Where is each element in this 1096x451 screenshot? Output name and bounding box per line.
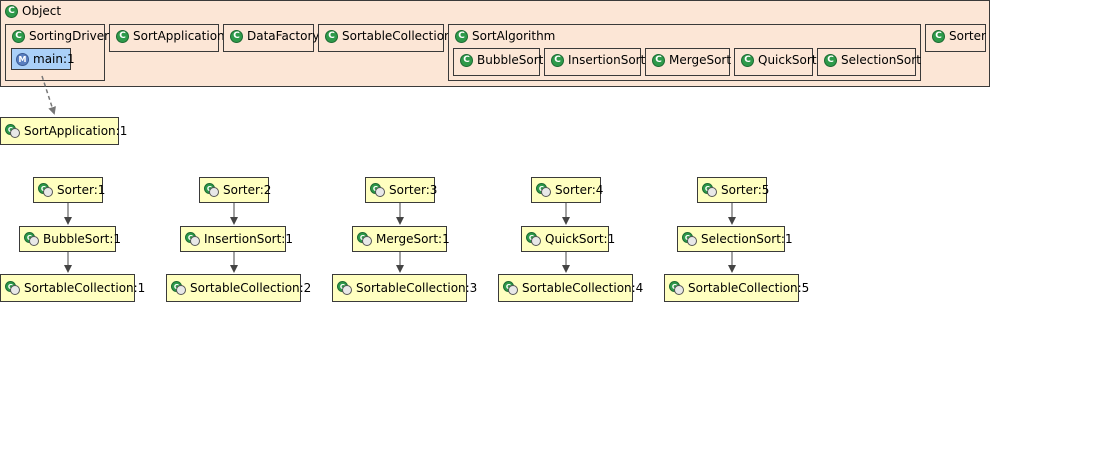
instance-sorter-label: Sorter:4 (555, 183, 604, 197)
object-icon: C (536, 183, 552, 197)
instance-merge-sort-label: MergeSort:1 (376, 232, 450, 246)
instance-sortable-collection[interactable]: C SortableCollection:3 (332, 274, 477, 302)
class-icon: C (12, 29, 25, 43)
class-sorter-label: Sorter (949, 29, 986, 43)
class-icon: C (116, 29, 129, 43)
class-insertion-sort-label: InsertionSort (568, 53, 646, 67)
instance-sortable-collection-label: SortableCollection:1 (24, 281, 146, 295)
instance-sorter[interactable]: C Sorter:2 (199, 177, 272, 203)
object-icon: C (24, 232, 40, 246)
method-icon: M (16, 52, 29, 66)
instance-sortable-collection-label: SortableCollection:3 (356, 281, 478, 295)
instance-sort-application[interactable]: C SortApplication:1 (0, 117, 127, 145)
class-sortable-collection[interactable]: C SortableCollection (318, 24, 452, 52)
instance-quick-sort-label: QuickSort:1 (545, 232, 616, 246)
instance-insertion-sort[interactable]: C InsertionSort:1 (180, 226, 293, 252)
class-selection-sort-header: C SelectionSort (824, 52, 921, 68)
class-data-factory-label: DataFactory (247, 29, 320, 43)
instance-bubble-sort-label: BubbleSort:1 (43, 232, 122, 246)
instance-quick-sort[interactable]: C QuickSort:1 (521, 226, 615, 252)
method-main-label: main:1 (33, 52, 75, 66)
instance-sorter[interactable]: C Sorter:3 (365, 177, 438, 203)
instance-sorter-label: Sorter:1 (57, 183, 106, 197)
object-icon: C (526, 232, 542, 246)
class-sort-application-label: SortApplication (133, 29, 225, 43)
instance-sorter-label: Sorter:5 (721, 183, 770, 197)
object-icon: C (204, 183, 220, 197)
class-sort-application-header: C SortApplication (116, 28, 225, 44)
instance-sorter-label: Sorter:2 (223, 183, 272, 197)
class-merge-sort-header: C MergeSort (652, 52, 731, 68)
instance-sortable-collection[interactable]: C SortableCollection:4 (498, 274, 643, 302)
class-selection-sort[interactable]: C SelectionSort (817, 48, 921, 76)
class-sorting-driver-header: C SortingDriver (12, 28, 109, 44)
class-sort-algorithm-header: C SortAlgorithm (455, 28, 555, 44)
instance-selection-sort[interactable]: C SelectionSort:1 (677, 226, 793, 252)
class-icon: C (741, 53, 754, 67)
object-icon: C (503, 281, 519, 295)
instance-sortable-collection[interactable]: C SortableCollection:2 (166, 274, 311, 302)
object-icon: C (5, 124, 21, 138)
object-icon: C (171, 281, 187, 295)
object-icon: C (185, 232, 201, 246)
method-main[interactable]: M main:1 (11, 48, 75, 70)
instance-sortable-collection-label: SortableCollection:4 (522, 281, 644, 295)
class-merge-sort-label: MergeSort (669, 53, 732, 67)
instance-sorter[interactable]: C Sorter:5 (697, 177, 770, 203)
class-sorting-driver-label: SortingDriver (29, 29, 110, 43)
class-icon: C (455, 29, 468, 43)
class-sorter-header: C Sorter (932, 28, 986, 44)
class-icon: C (325, 29, 338, 43)
class-icon: C (824, 53, 837, 67)
instance-sorter-label: Sorter:3 (389, 183, 438, 197)
class-quick-sort[interactable]: C QuickSort (734, 48, 817, 76)
class-insertion-sort[interactable]: C InsertionSort (544, 48, 645, 76)
class-merge-sort[interactable]: C MergeSort (645, 48, 731, 76)
class-sorter[interactable]: C Sorter (925, 24, 986, 52)
instance-sort-application-label: SortApplication:1 (24, 124, 128, 138)
class-data-factory-header: C DataFactory (230, 28, 320, 44)
class-icon: C (932, 29, 945, 43)
class-icon: C (230, 29, 243, 43)
class-icon: C (551, 53, 564, 67)
instance-sorter[interactable]: C Sorter:4 (531, 177, 604, 203)
instance-sortable-collection[interactable]: C SortableCollection:5 (664, 274, 809, 302)
class-icon: C (460, 53, 473, 67)
object-icon: C (5, 281, 21, 295)
class-sortable-collection-header: C SortableCollection (325, 28, 452, 44)
instance-sorter[interactable]: C Sorter:1 (33, 177, 106, 203)
class-bubble-sort-label: BubbleSort (477, 53, 544, 67)
class-quick-sort-label: QuickSort (758, 53, 817, 67)
instance-sortable-collection-label: SortableCollection:5 (688, 281, 810, 295)
instance-merge-sort[interactable]: C MergeSort:1 (352, 226, 450, 252)
class-insertion-sort-header: C InsertionSort (551, 52, 645, 68)
instance-insertion-sort-label: InsertionSort:1 (204, 232, 293, 246)
object-icon: C (702, 183, 718, 197)
instance-sortable-collection[interactable]: C SortableCollection:1 (0, 274, 145, 302)
instance-selection-sort-label: SelectionSort:1 (701, 232, 793, 246)
class-object-label: Object (22, 4, 62, 18)
class-icon: C (5, 4, 18, 18)
object-icon: C (669, 281, 685, 295)
object-icon: C (370, 183, 386, 197)
instance-sortable-collection-label: SortableCollection:2 (190, 281, 312, 295)
object-icon: C (682, 232, 698, 246)
class-selection-sort-label: SelectionSort (841, 53, 921, 67)
class-sort-application[interactable]: C SortApplication (109, 24, 225, 52)
class-quick-sort-header: C QuickSort (741, 52, 817, 68)
object-icon: C (337, 281, 353, 295)
object-icon: C (38, 183, 54, 197)
class-sort-algorithm-label: SortAlgorithm (472, 29, 556, 43)
class-bubble-sort[interactable]: C BubbleSort (453, 48, 543, 76)
class-sortable-collection-label: SortableCollection (342, 29, 452, 43)
class-data-factory[interactable]: C DataFactory (223, 24, 320, 52)
object-icon: C (357, 232, 373, 246)
class-icon: C (652, 53, 665, 67)
class-object-header: C Object (5, 3, 61, 19)
class-bubble-sort-header: C BubbleSort (460, 52, 543, 68)
instance-bubble-sort[interactable]: C BubbleSort:1 (19, 226, 121, 252)
